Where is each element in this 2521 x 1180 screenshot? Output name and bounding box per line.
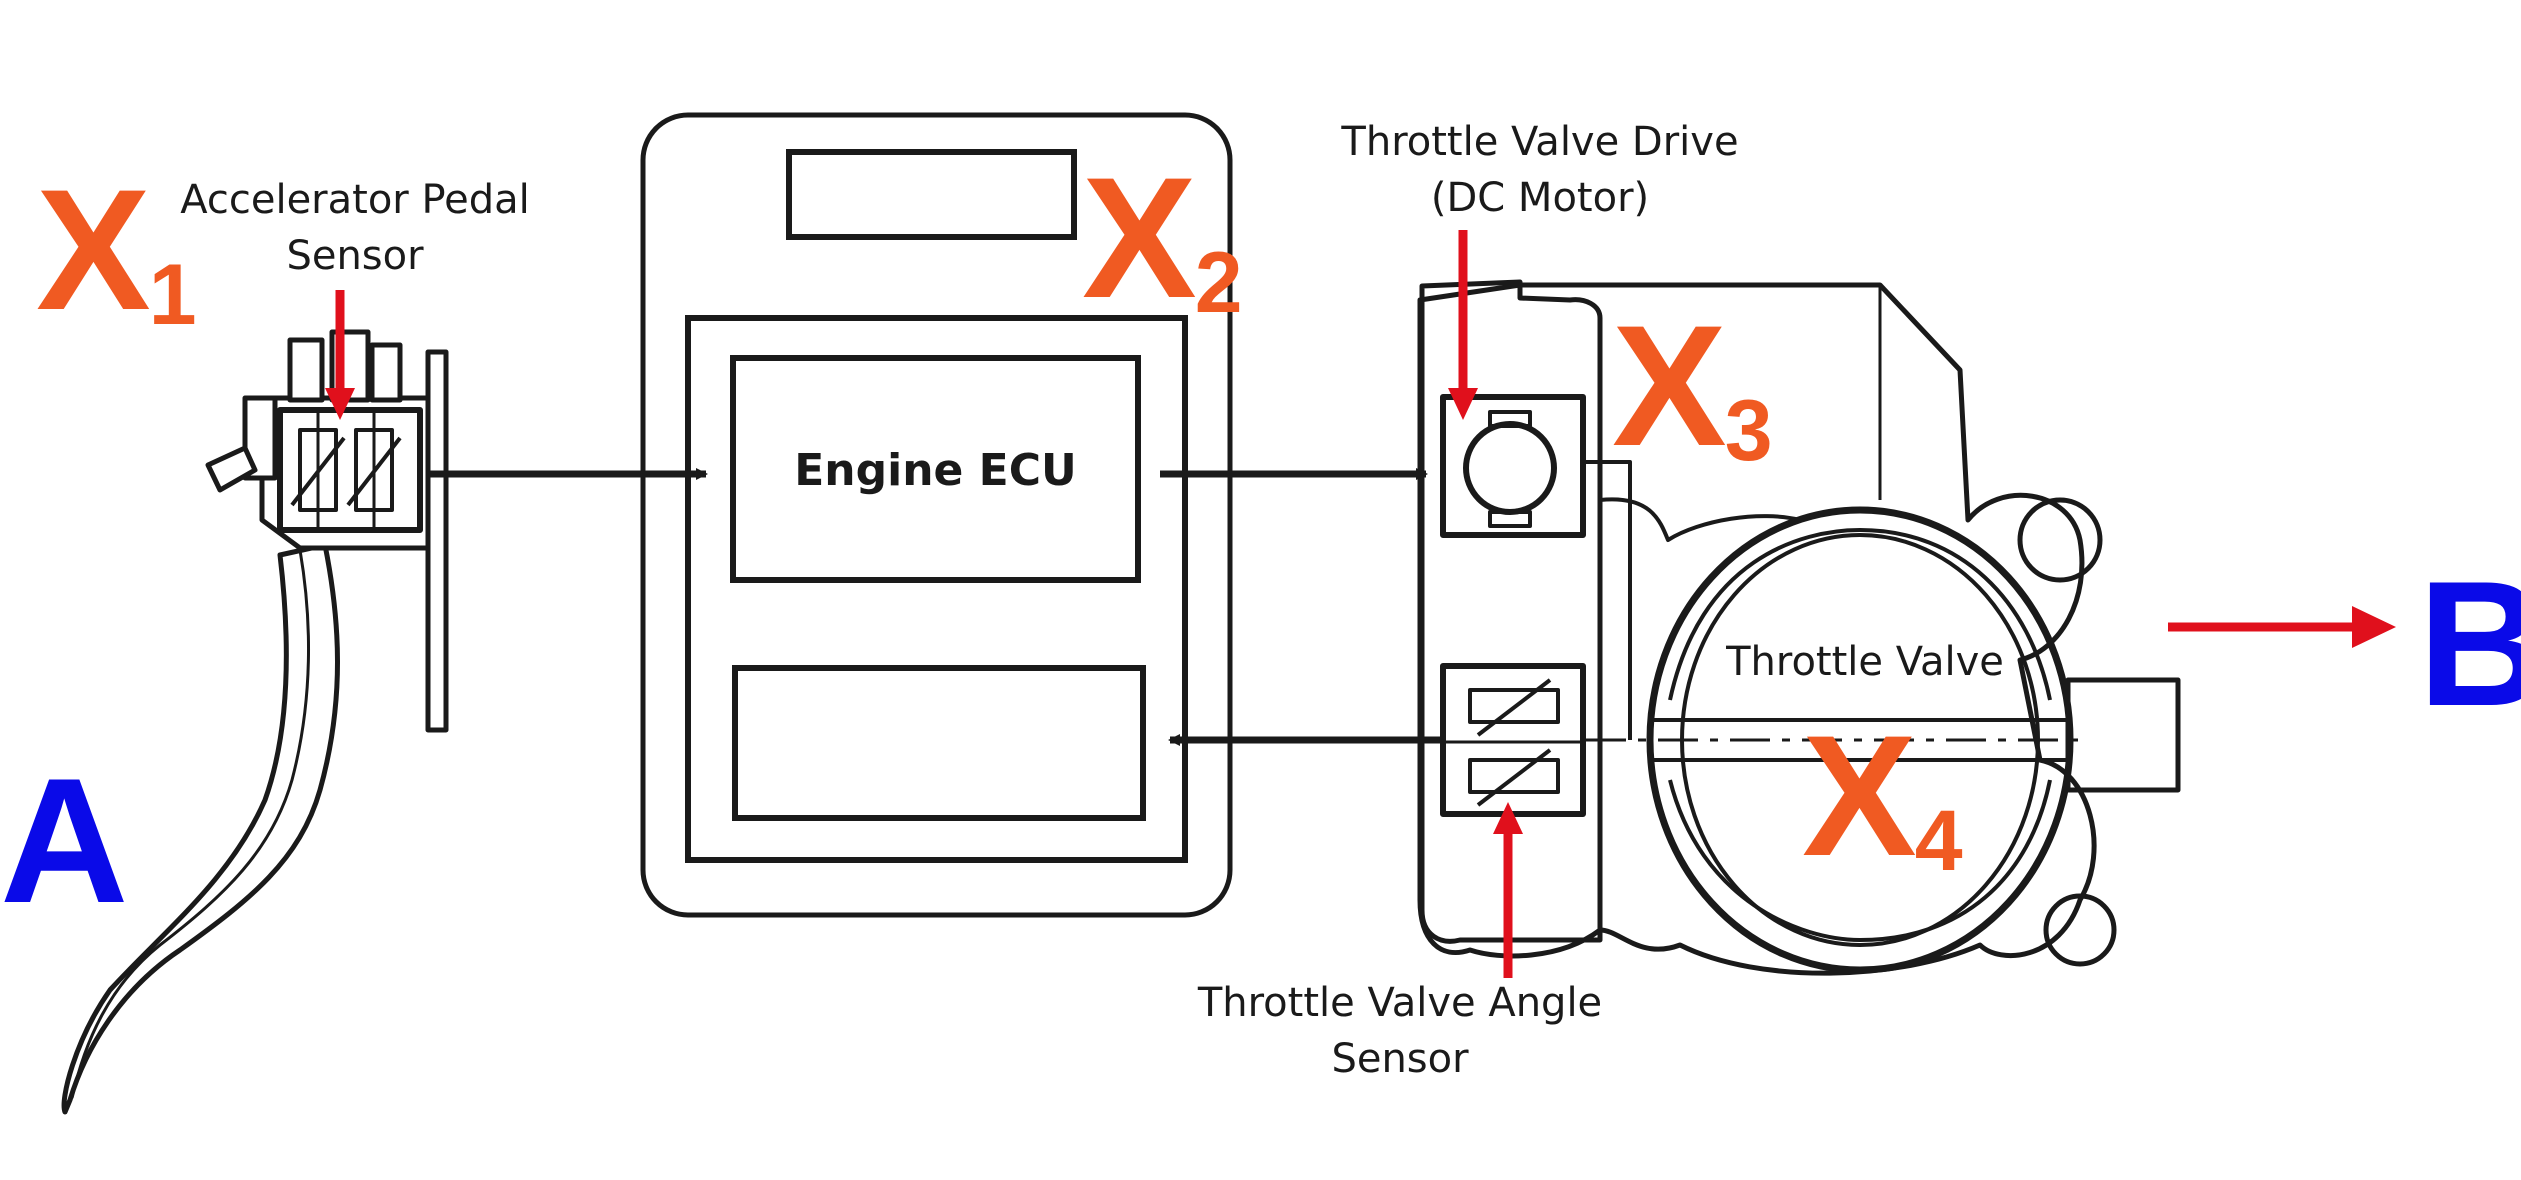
accelerator-sensor-label: Accelerator Pedal Sensor (160, 172, 550, 284)
marker-x4: X4 (1802, 710, 1963, 884)
marker-x4-letter: X (1802, 700, 1917, 892)
accelerator-pedal (61, 329, 449, 1115)
throttle-drive-label: Throttle Valve Drive (DC Motor) (1300, 114, 1780, 226)
marker-x1-letter: X (36, 154, 151, 346)
engine-ecu-label: Engine ECU (794, 445, 1077, 496)
marker-x1-sub: 1 (148, 247, 197, 344)
throttle-valve-label: Throttle Valve (1726, 639, 2004, 685)
throttle-drive-label-line2: (DC Motor) (1430, 175, 1650, 221)
accelerator-sensor-label-line1: Accelerator Pedal (180, 177, 530, 223)
marker-x3: X3 (1612, 300, 1773, 474)
accelerator-sensor-label-line2: Sensor (286, 233, 424, 279)
throttle-drive-label-line1: Throttle Valve Drive (1341, 119, 1739, 165)
throttle-body (1417, 279, 2181, 976)
marker-x2: X2 (1082, 152, 1243, 326)
throttle-angle-sensor-label-line2: Sensor (1331, 1036, 1469, 1082)
engine-ecu-block (640, 112, 1233, 918)
marker-x1: X1 (36, 164, 197, 338)
marker-x3-sub: 3 (1724, 383, 1773, 480)
marker-x4-sub: 4 (1914, 793, 1963, 890)
throttle-angle-sensor-label: Throttle Valve Angle Sensor (1170, 975, 1630, 1087)
pointer-arrows (325, 230, 2396, 978)
endpoint-a: A (0, 741, 129, 940)
marker-x3-letter: X (1612, 290, 1727, 482)
signal-arrows (430, 468, 1440, 746)
throttle-angle-sensor-label-line1: Throttle Valve Angle (1197, 980, 1603, 1026)
marker-x2-sub: 2 (1194, 235, 1243, 332)
marker-x2-letter: X (1082, 142, 1197, 334)
endpoint-b: B (2418, 544, 2521, 743)
